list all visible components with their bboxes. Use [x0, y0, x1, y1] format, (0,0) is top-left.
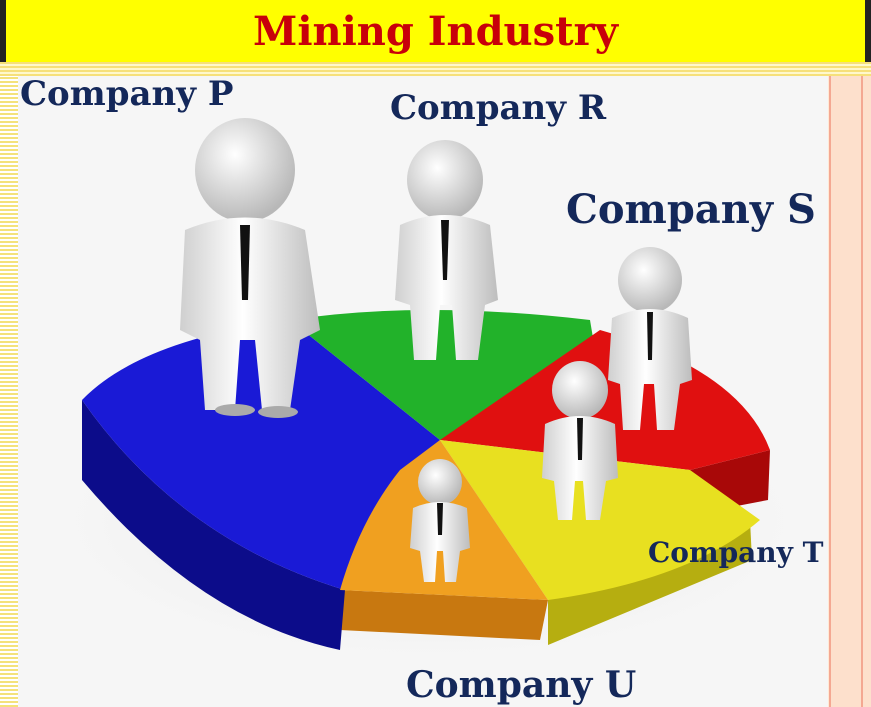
figure-person-s	[608, 247, 692, 430]
title-bar: Mining Industry	[0, 0, 871, 62]
header-underline	[0, 62, 871, 76]
title-right-edge	[865, 0, 871, 62]
slice-orange-side	[340, 590, 548, 640]
label-company-u: Company U	[406, 664, 637, 706]
figure-person-t	[542, 361, 618, 520]
slide-title: Mining Industry	[253, 7, 618, 55]
label-company-t: Company T	[648, 536, 824, 569]
slice-blue	[82, 320, 440, 590]
figure-person-r	[395, 140, 498, 360]
slice-blue-side	[82, 400, 345, 650]
label-company-p: Company P	[20, 74, 234, 114]
title-left-edge	[0, 0, 6, 62]
label-company-s: Company S	[566, 186, 816, 233]
label-company-r: Company R	[390, 88, 607, 128]
figure-person-u	[410, 459, 470, 582]
figure-person-p	[180, 118, 320, 418]
left-decorative-stripe	[0, 0, 18, 707]
